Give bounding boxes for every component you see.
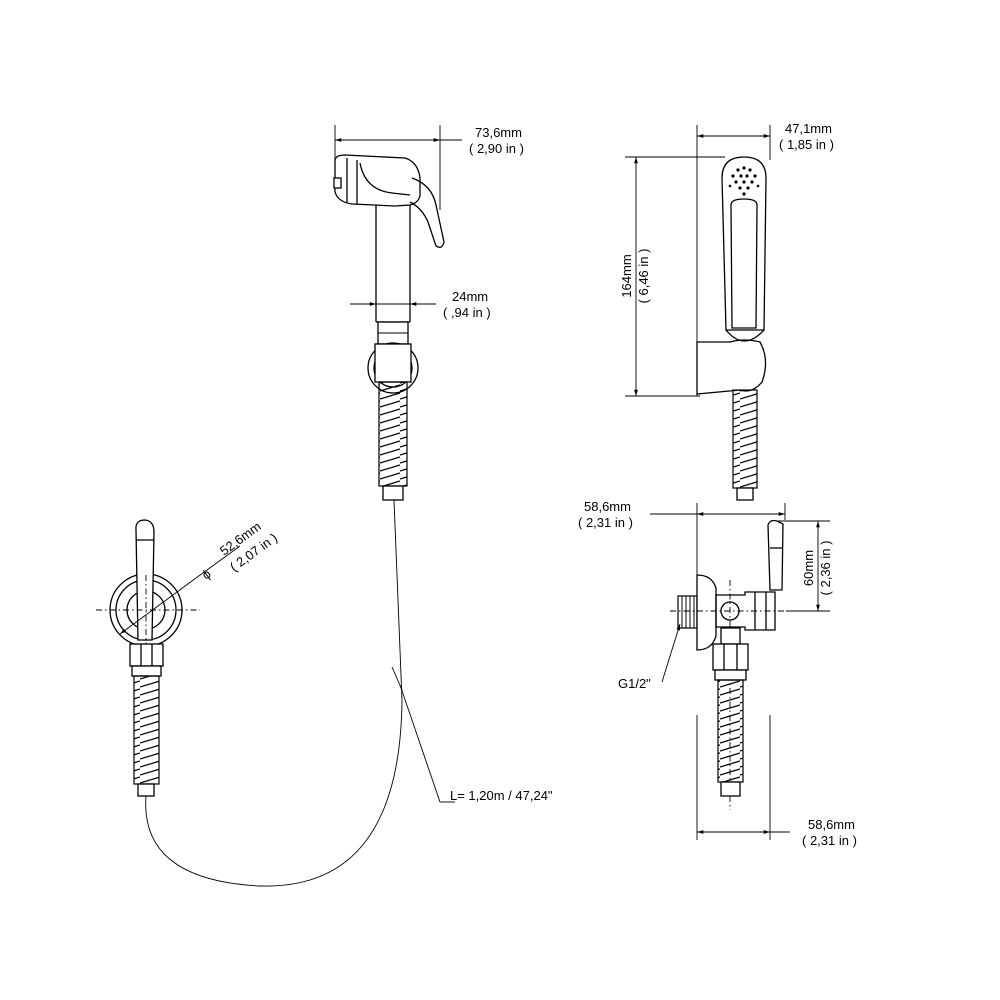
dim-thread: G1/2"	[618, 623, 681, 691]
neck-width-mm: 24mm	[452, 289, 488, 304]
sprayer-side-view	[333, 125, 445, 501]
head-width-mm: 73,6mm	[475, 125, 522, 140]
bottom-width-mm: 58,6mm	[808, 817, 855, 832]
bottom-width-in: ( 2,31 in )	[802, 833, 857, 848]
dim-neck-width: 24mm ( ,94 in )	[350, 289, 491, 320]
valve-height-in: ( 2,36 in )	[818, 541, 833, 596]
dim-valve-height: 60mm ( 2,36 in )	[778, 520, 833, 612]
neck-width-in: ( ,94 in )	[443, 305, 491, 320]
diameter-symbol: ϕ	[199, 566, 214, 582]
hose-line	[145, 499, 403, 887]
valve-front-view	[96, 519, 200, 797]
dim-head-front-width: 47,1mm ( 1,85 in )	[697, 121, 834, 152]
nozzle-holes	[728, 166, 760, 196]
head-width-in: ( 2,90 in )	[469, 141, 524, 156]
hose-length-label: L= 1,20m / 47,24"	[450, 788, 553, 803]
height-mm: 164mm	[619, 254, 634, 297]
thread-label: G1/2"	[618, 676, 651, 691]
valve-depth-mm: 58,6mm	[584, 499, 631, 514]
valve-depth-in: ( 2,31 in )	[578, 515, 633, 530]
valve-height-mm: 60mm	[801, 550, 816, 586]
dim-height: 164mm ( 6,46 in )	[619, 156, 725, 397]
valve-side-view	[670, 503, 790, 840]
dim-valve-depth: 58,6mm ( 2,31 in )	[578, 499, 785, 530]
dim-hose-length: L= 1,20m / 47,24"	[399, 684, 553, 803]
head-front-width-in: ( 1,85 in )	[779, 137, 834, 152]
height-in: ( 6,46 in )	[636, 249, 651, 304]
head-front-width-mm: 47,1mm	[785, 121, 832, 136]
dim-bottom-width: 58,6mm ( 2,31 in )	[697, 817, 857, 848]
dim-head-width: 73,6mm ( 2,90 in )	[335, 125, 524, 156]
sprayer-front-view	[696, 125, 771, 501]
